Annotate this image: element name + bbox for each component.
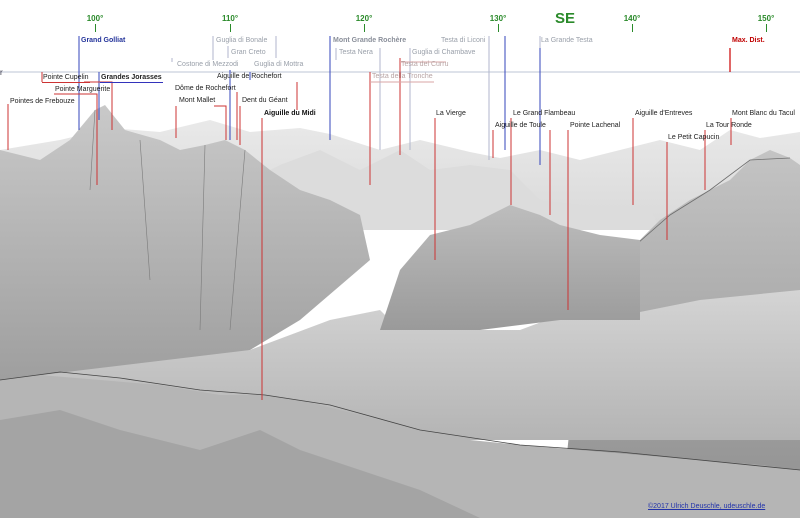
peak-label-testa-di-liconi[interactable]: Testa di Liconi xyxy=(441,37,486,44)
tick-110: 110° xyxy=(221,14,239,23)
peak-label-pointe-marguerite[interactable]: Pointe Marguerite xyxy=(55,86,111,93)
peak-label-guglia-di-chambave[interactable]: Guglia di Chambave xyxy=(412,49,476,56)
peak-label-pointes-de-frebouze[interactable]: Pointes de Frebouze xyxy=(10,98,75,105)
copyright-link[interactable]: ©2017 Ulrich Deuschle, udeuschle.de xyxy=(648,503,766,510)
foreground-contour xyxy=(0,371,800,471)
peak-label-mont-mallet[interactable]: Mont Mallet xyxy=(179,97,216,104)
max-distance-label[interactable]: Max. Dist. xyxy=(732,37,765,44)
peak-label-la-grande-testa[interactable]: La Grande Testa xyxy=(541,37,593,44)
peak-label-aiguille-du-midi[interactable]: Aiguille du Midi xyxy=(264,110,316,117)
peak-label-aiguille-de-toule[interactable]: Aiguille de Toule xyxy=(495,122,546,129)
left-massif xyxy=(0,105,370,390)
peak-label-le-petit-capucin[interactable]: Le Petit Capucin xyxy=(668,134,720,141)
peak-label-pointe-cupelin[interactable]: Pointe Cupelin xyxy=(42,74,90,83)
tick-110-mark xyxy=(230,24,231,32)
tick-120-mark xyxy=(364,24,365,32)
peak-label-dent-du-geant[interactable]: Dent du Géant xyxy=(242,97,288,104)
peak-label-pointe-lachenal[interactable]: Pointe Lachenal xyxy=(570,122,621,129)
tick-130-mark xyxy=(498,24,499,32)
horizon-marker: r xyxy=(0,68,3,77)
peak-label-testa-nera[interactable]: Testa Nera xyxy=(339,49,373,56)
peak-label-testa-della-tronche[interactable]: Testa della Tronche xyxy=(372,73,433,80)
tick-100-mark xyxy=(95,24,96,32)
mid-hills xyxy=(380,205,640,330)
tick-140-mark xyxy=(632,24,633,32)
tick-130: 130° xyxy=(489,14,507,23)
peak-label-dome-de-rochefort[interactable]: Dôme de Rochefort xyxy=(175,85,236,92)
peak-label-gran-creto[interactable]: Gran Creto xyxy=(231,49,266,56)
peak-label-grandes-jorasses[interactable]: Grandes Jorasses xyxy=(100,74,163,83)
peak-label-la-vierge[interactable]: La Vierge xyxy=(436,110,466,117)
tick-120: 120° xyxy=(355,14,373,23)
tick-150-mark xyxy=(766,24,767,32)
peak-label-guglia-di-mottra[interactable]: Guglia di Mottra xyxy=(254,61,304,68)
peak-label-grand-golliat[interactable]: Grand Golliat xyxy=(81,37,126,44)
tick-150: 150° xyxy=(757,14,775,23)
compass-direction: SE xyxy=(554,10,576,27)
peak-label-aiguille-de-rochefort[interactable]: Aiguille de Rochefort xyxy=(217,73,282,80)
foreground-rock xyxy=(0,410,480,518)
peak-label-guglia-di-bonale[interactable]: Guglia di Bonale xyxy=(216,37,268,44)
peak-label-testa-del-curru[interactable]: Testa del Curru xyxy=(401,61,449,68)
peak-label-aiguille-dentreves[interactable]: Aiguille d'Entreves xyxy=(635,110,693,117)
peak-label-le-grand-flambeau[interactable]: Le Grand Flambeau xyxy=(513,110,576,117)
peak-label-mont-blanc-du-tacul[interactable]: Mont Blanc du Tacul xyxy=(732,110,795,117)
tick-100: 100° xyxy=(86,14,104,23)
left-massif-ridges xyxy=(89,109,246,331)
peak-label-mont-grande-rochere[interactable]: Mont Grande Rochère xyxy=(333,37,407,44)
peak-label-la-tour-ronde[interactable]: La Tour Ronde xyxy=(706,122,752,129)
peak-label-costone-di-mezzodi[interactable]: Costone di Mezzodi xyxy=(177,61,239,68)
tick-140: 140° xyxy=(623,14,641,23)
